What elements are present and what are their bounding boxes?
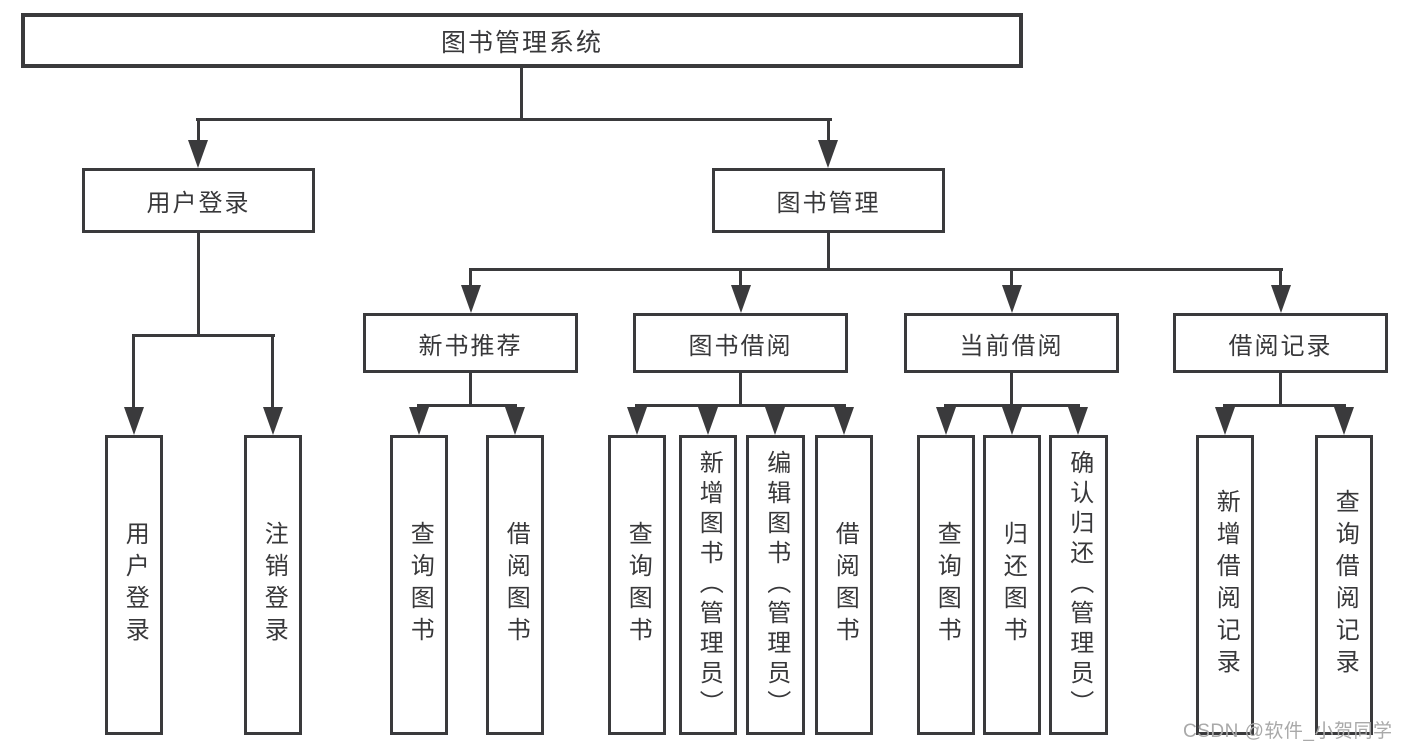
- connector-drop-borrow-records: [1279, 268, 1282, 288]
- arrow-down-icon: [1271, 285, 1291, 313]
- arrow-down-icon: [731, 285, 751, 313]
- arrow-down-icon: [1215, 407, 1235, 435]
- arrow-down-icon: [834, 407, 854, 435]
- connector-drop-book-management: [827, 118, 830, 144]
- node-library-management-system: 图书管理系统: [21, 13, 1023, 68]
- leaf-label: 借阅图书: [502, 521, 530, 649]
- connector-level3-bar: [469, 268, 1283, 271]
- connector-level1-bar: [196, 118, 832, 121]
- leaf-label: 用户登录: [121, 521, 149, 649]
- arrow-down-icon: [818, 140, 838, 168]
- leaf-label: 查询图书: [624, 521, 652, 649]
- arrow-down-icon: [698, 407, 718, 435]
- leaf-label: 归还图书: [999, 521, 1027, 649]
- arrow-down-icon: [627, 407, 647, 435]
- leaf-label: 查询借阅记录: [1331, 489, 1359, 681]
- arrow-down-icon: [124, 407, 144, 435]
- node-add-books-admin: 新增图书（管理员）: [679, 435, 737, 735]
- node-book-management: 图书管理: [712, 168, 945, 233]
- node-borrow-books-leaf: 借阅图书: [815, 435, 873, 735]
- leaf-label: 注销登录: [260, 521, 288, 649]
- node-new-book-recommend: 新书推荐: [363, 313, 578, 373]
- arrow-down-icon: [263, 407, 283, 435]
- connector-root-trunk: [520, 66, 523, 121]
- leaf-label: 查询图书: [933, 521, 961, 649]
- arrow-down-icon: [1002, 407, 1022, 435]
- csdn-watermark: CSDN @软件_小贺同学: [1183, 721, 1393, 742]
- connector-drop-new-book-recommend: [469, 268, 472, 288]
- node-user-login-leaf: 用户登录: [105, 435, 163, 735]
- arrow-down-icon: [765, 407, 785, 435]
- arrow-down-icon: [188, 140, 208, 168]
- arrow-down-icon: [1068, 407, 1088, 435]
- arrow-down-icon: [461, 285, 481, 313]
- node-logout-leaf: 注销登录: [244, 435, 302, 735]
- node-book-borrow: 图书借阅: [633, 313, 848, 373]
- arrow-down-icon: [505, 407, 525, 435]
- node-query-books-borrow: 查询图书: [608, 435, 666, 735]
- node-query-books-recommend: 查询图书: [390, 435, 448, 735]
- node-add-borrow-record: 新增借阅记录: [1196, 435, 1254, 735]
- leaf-label: 新增图书（管理员）: [695, 450, 723, 720]
- arrow-down-icon: [409, 407, 429, 435]
- connector-borrow-records-bar: [1223, 404, 1346, 407]
- connector-drop-user-login-leaf: [132, 334, 135, 412]
- connector-new-book-recommend-bar: [417, 404, 517, 407]
- connector-book-borrow-trunk: [739, 373, 742, 407]
- leaf-label: 借阅图书: [831, 521, 859, 649]
- arrow-down-icon: [1002, 285, 1022, 313]
- node-query-books-current: 查询图书: [917, 435, 975, 735]
- leaf-label: 查询图书: [406, 521, 434, 649]
- connector-drop-logout-leaf: [271, 334, 274, 412]
- connector-drop-book-borrow: [739, 268, 742, 288]
- node-user-login: 用户登录: [82, 168, 315, 233]
- node-return-books: 归还图书: [983, 435, 1041, 735]
- node-current-borrow: 当前借阅: [904, 313, 1119, 373]
- connector-drop-current-borrow: [1010, 268, 1013, 288]
- node-edit-books-admin: 编辑图书（管理员）: [746, 435, 805, 735]
- node-confirm-return-admin: 确认归还（管理员）: [1049, 435, 1108, 735]
- arrow-down-icon: [936, 407, 956, 435]
- connector-user-login-bar: [132, 334, 275, 337]
- connector-drop-user-login: [197, 118, 200, 144]
- leaf-label: 新增借阅记录: [1212, 489, 1240, 681]
- node-borrow-records: 借阅记录: [1173, 313, 1388, 373]
- node-query-borrow-record: 查询借阅记录: [1315, 435, 1373, 735]
- node-borrow-books-recommend: 借阅图书: [486, 435, 544, 735]
- connector-current-borrow-trunk: [1010, 373, 1013, 407]
- connector-new-book-recommend-trunk: [469, 373, 472, 407]
- leaf-label: 编辑图书（管理员）: [762, 450, 790, 720]
- arrow-down-icon: [1334, 407, 1354, 435]
- leaf-label: 确认归还（管理员）: [1065, 450, 1093, 720]
- connector-book-management-trunk: [827, 233, 830, 271]
- connector-borrow-records-trunk: [1279, 373, 1282, 407]
- connector-book-borrow-bar: [635, 404, 846, 407]
- connector-user-login-trunk: [197, 233, 200, 337]
